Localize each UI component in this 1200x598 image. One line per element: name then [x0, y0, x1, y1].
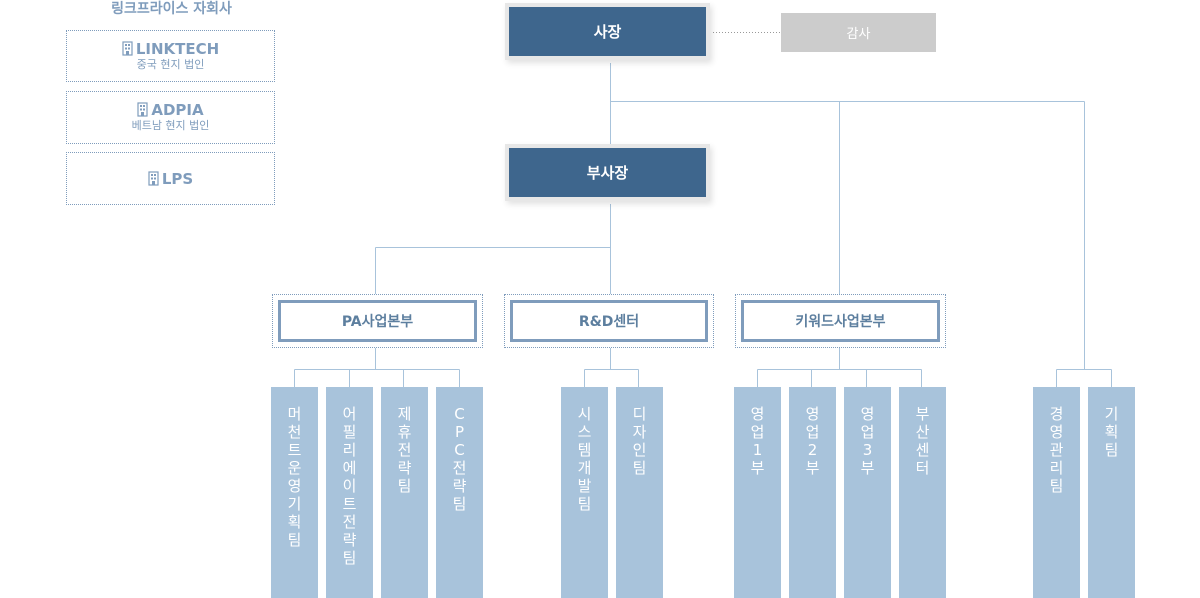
- building-icon: [137, 102, 148, 117]
- team-label: 제휴전략팀: [397, 405, 412, 495]
- building-icon: [148, 171, 159, 186]
- team-box: 시스템개발팀: [561, 387, 608, 598]
- team-box: 디자인팀: [616, 387, 663, 598]
- team-box: 영업2부: [789, 387, 836, 598]
- division-pa: PA사업본부: [272, 294, 483, 348]
- team-box: 어필리에이트전략팀: [326, 387, 373, 598]
- team-label: 영업1부: [750, 405, 765, 477]
- team-label: 부산센터: [915, 405, 930, 477]
- building-icon: [122, 41, 133, 56]
- subsidiary-adpia: ADPIA 베트남 현지 법인: [66, 91, 275, 144]
- team-label: 디자인팀: [632, 405, 647, 477]
- team-box: 머천트운영기획팀: [271, 387, 318, 598]
- subsidiary-name: LINKTECH: [135, 40, 220, 58]
- ceo-box: 사장: [509, 7, 706, 56]
- team-label: 경영관리팀: [1049, 405, 1064, 495]
- division-label: R&D센터: [510, 300, 708, 342]
- subsidiary-lps: LPS: [66, 152, 275, 205]
- team-box: CPC전략팀: [436, 387, 483, 598]
- team-box: 경영관리팀: [1033, 387, 1080, 598]
- team-box: 기획팀: [1088, 387, 1135, 598]
- subsidiary-name: LPS: [161, 170, 194, 188]
- subsidiary-desc: 중국 현지 법인: [136, 58, 205, 71]
- team-label: 기획팀: [1104, 405, 1119, 459]
- team-label: 영업3부: [860, 405, 875, 477]
- team-label: 머천트운영기획팀: [287, 405, 302, 549]
- team-label: 시스템개발팀: [577, 405, 592, 513]
- team-box: 제휴전략팀: [381, 387, 428, 598]
- team-box: 부산센터: [899, 387, 946, 598]
- team-label: 영업2부: [805, 405, 820, 477]
- division-label: 키워드사업본부: [741, 300, 940, 342]
- subsidiaries-title: 링크프라이스 자회사: [111, 1, 232, 17]
- team-box: 영업3부: [844, 387, 891, 598]
- team-box: 영업1부: [734, 387, 781, 598]
- subsidiary-linktech: LINKTECH 중국 현지 법인: [66, 30, 275, 82]
- division-rnd: R&D센터: [504, 294, 714, 348]
- division-label: PA사업본부: [278, 300, 477, 342]
- subsidiary-name: ADPIA: [151, 101, 204, 119]
- subsidiary-desc: 베트남 현지 법인: [131, 119, 210, 132]
- vp-box: 부사장: [509, 148, 706, 197]
- division-keyword: 키워드사업본부: [735, 294, 946, 348]
- team-label: CPC전략팀: [452, 405, 467, 513]
- audit-box: 감사: [781, 13, 936, 52]
- team-label: 어필리에이트전략팀: [342, 405, 357, 567]
